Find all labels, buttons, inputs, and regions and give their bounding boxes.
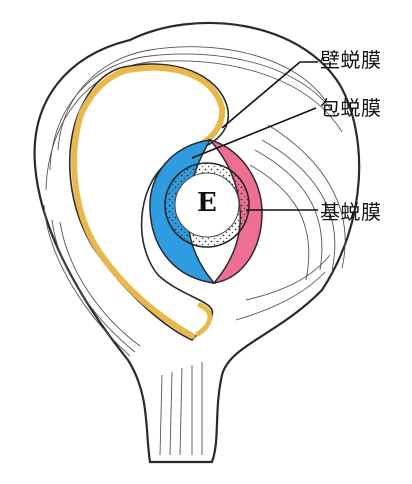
label-decidua-capsularis: 包蜕膜 (320, 96, 382, 120)
parietal-decidua-lower (71, 109, 195, 339)
parietal-decidua-tip (195, 302, 213, 337)
label-decidua-basalis: 基蜕膜 (320, 200, 382, 224)
label-decidua-parietalis: 壁蜕膜 (320, 48, 382, 72)
embryo-label: E (197, 188, 217, 218)
parietal-decidua (79, 64, 226, 148)
amniotic-cavity (174, 172, 240, 238)
leader-lines (191, 61, 318, 211)
muscle-striations (43, 46, 346, 456)
